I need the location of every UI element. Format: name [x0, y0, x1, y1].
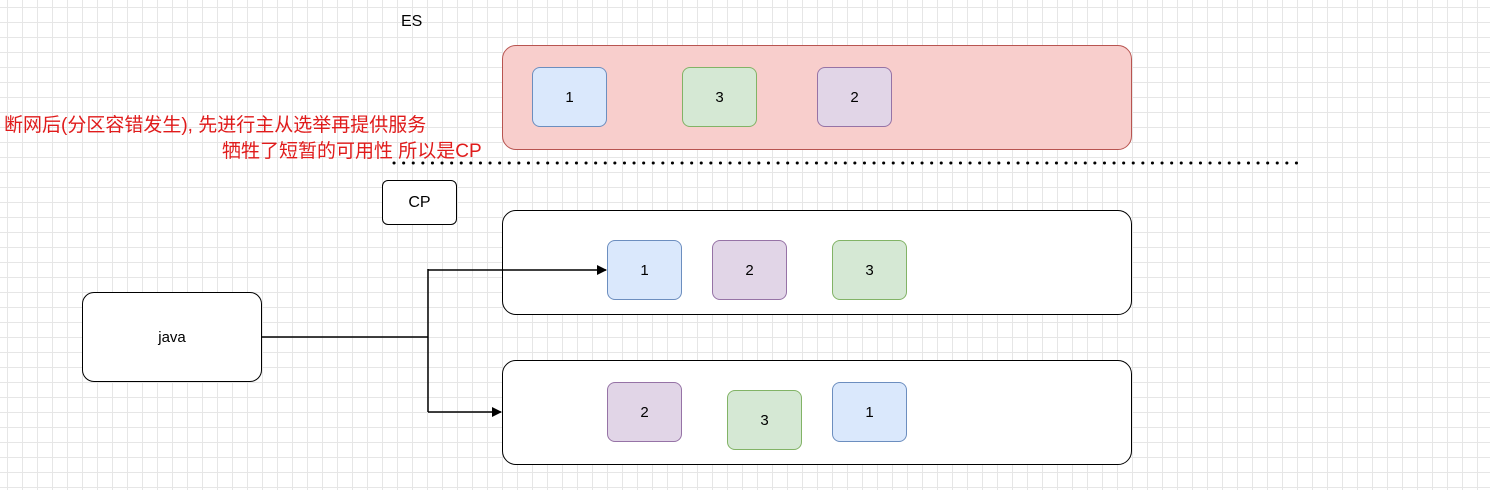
annotation-line-1: 断网后(分区容错发生), 先进行主从选举再提供服务 — [4, 115, 427, 136]
cp-b-node-1[interactable]: 2 — [607, 382, 682, 442]
annotation-line-2: 牺牲了短暂的可用性 所以是CP — [222, 141, 482, 162]
es-node-3[interactable]: 2 — [817, 67, 892, 127]
cp-a-node-3[interactable]: 3 — [832, 240, 907, 300]
es-label: ES — [401, 13, 423, 30]
cp-b-node-2[interactable]: 3 — [727, 390, 802, 450]
es-node-2[interactable]: 3 — [682, 67, 757, 127]
cp-a-node-2[interactable]: 2 — [712, 240, 787, 300]
es-node-1[interactable]: 1 — [532, 67, 607, 127]
java-client-box[interactable]: java — [82, 292, 262, 382]
cp-label-box[interactable]: CP — [382, 180, 457, 225]
cp-b-node-3[interactable]: 1 — [832, 382, 907, 442]
cp-a-node-1[interactable]: 1 — [607, 240, 682, 300]
